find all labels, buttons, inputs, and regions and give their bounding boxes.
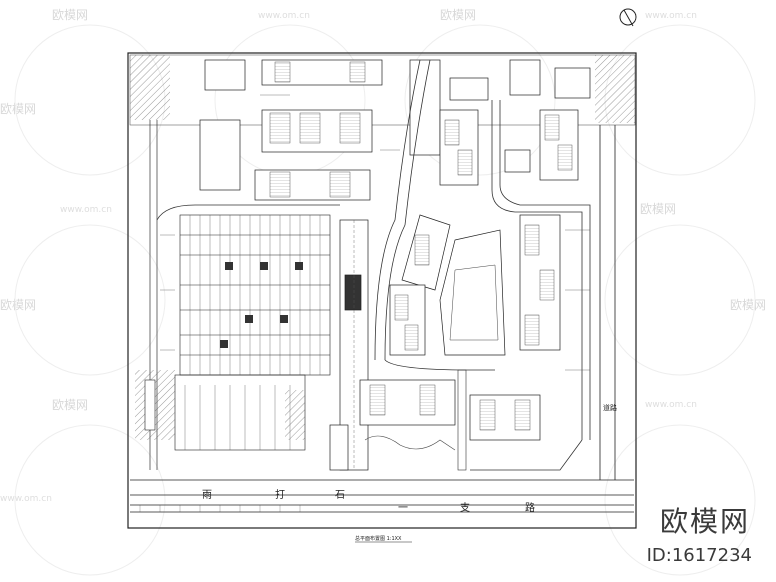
right-road-label: 道路 [603,403,617,412]
road-char: 雨 [202,490,212,501]
watermark-url: www.om.cn [0,494,52,504]
watermark-text: 欧模网 [0,298,37,312]
watermark-text: 欧模网 [52,8,89,22]
watermark-text: 欧模网 [730,298,767,312]
north-arrow [619,8,637,27]
watermark-text: 欧模网 [440,8,477,22]
watermark-text: 欧模网 [0,102,37,116]
watermark-text: 欧模网 [52,398,89,412]
south-road [130,479,634,513]
watermark-url: www.om.cn [645,400,697,410]
brand-id: ID:1617234 [646,545,752,566]
road-char: 一 [398,503,408,514]
hatch-area-top-left [130,55,170,120]
watermark-url: www.om.cn [258,11,310,21]
road-char: 支 [460,502,470,514]
watermark-circles [14,24,756,576]
watermark-url: www.om.cn [60,205,112,215]
road-char: 石 [335,490,345,501]
central-axis [329,219,369,471]
right-road [599,125,616,480]
parking-grid [174,214,331,451]
watermark-url: www.om.cn [645,11,697,21]
drawing-border [127,52,637,529]
brand-logo-text: 欧模网 [659,505,750,538]
road-char: 路 [525,501,535,514]
watermark-text: 欧模网 [640,202,677,216]
hatch-area-top-right [595,55,635,123]
drawing-title: 总平面布置图 1:1XX [355,535,402,542]
road-char: 打 [275,488,285,501]
internal-roads [374,59,591,471]
residential-blocks-bottom [359,379,541,441]
